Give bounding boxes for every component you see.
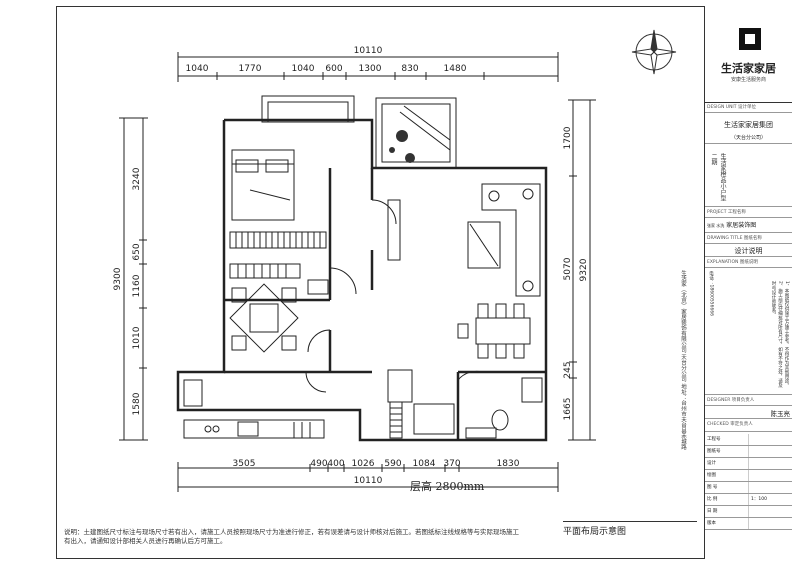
project-name: 生活家橙品小户型二期 <box>710 153 726 201</box>
living-balcony <box>375 97 457 169</box>
row-value <box>749 470 792 481</box>
title-block: 生活家家居 安康生活服务商 DESIGN UNIT 设计单位 生活家家居集团 （… <box>704 6 792 559</box>
bottom-dimension: 490 <box>310 459 327 469</box>
left-dimension: 1010 <box>132 326 142 349</box>
brand-logo-icon <box>739 28 761 50</box>
title-block-row: 设计 <box>705 458 792 470</box>
row-value <box>749 458 792 469</box>
construction-note: 说明：土建图纸尺寸标注与现场尺寸若有出入，请施工人员按照现场尺寸为准进行修正，若… <box>64 528 519 545</box>
row-value <box>749 446 792 457</box>
row-label: 图 号 <box>705 482 749 493</box>
right-dimension: 1700 <box>563 126 573 149</box>
bottom-dimension: 590 <box>384 459 401 469</box>
left-dimension: 1580 <box>132 392 142 415</box>
designer-name: 陈玉亮 <box>705 407 792 419</box>
project-label: PROJECT 工程名称 <box>705 208 792 218</box>
row-value <box>749 482 792 493</box>
design-notes: 1、本图纸仅供施工方施工参考，不得作为其他用途。2、施工前应仔细核对所有尺寸，如… <box>771 281 789 388</box>
bottom-dimension: 1084 <box>413 459 436 469</box>
drawing-content: 张家 水洗 家居装饰图 <box>705 219 792 233</box>
fridge <box>183 379 203 407</box>
designer-label: DESIGNER 项目负责人 <box>705 396 792 406</box>
title-block-row: 图 号 <box>705 482 792 494</box>
notes-area: 电话：18600556666 1、本图纸仅供施工方施工参考，不得作为其他用途。2… <box>705 269 792 395</box>
row-label: 日 期 <box>705 506 749 517</box>
brand-name: 生活家家居 <box>721 62 776 75</box>
right-dimension: 245 <box>563 361 573 378</box>
title-block-row: 日 期 <box>705 506 792 518</box>
square-table <box>229 283 299 353</box>
right-dimension: 5070 <box>563 257 573 280</box>
company-block: 生活家家居集团 （天台分公司） <box>705 114 792 144</box>
row-label: 绘图 <box>705 470 749 481</box>
brand-slogan: 安康生活服务商 <box>730 77 766 83</box>
right-dimension: 1665 <box>563 398 573 421</box>
design-unit-label: DESIGN UNIT 设计单位 <box>705 103 792 113</box>
title-block-row: 工程号 <box>705 434 792 446</box>
top-dimension: 1040 <box>186 64 209 74</box>
left-dimension: 1160 <box>132 274 142 297</box>
checked-label: CHECKED 审定负责人 <box>705 420 792 432</box>
ceiling-height: 层高 2800mm <box>410 480 485 493</box>
row-value <box>749 434 792 445</box>
right-total-dimension: 9320 <box>579 258 589 281</box>
row-value: 1：100 <box>751 497 767 502</box>
row-value <box>749 518 792 529</box>
top-dimension: 830 <box>401 64 418 74</box>
bottom-dimension: 1026 <box>352 459 375 469</box>
design-explanation: 设计说明 <box>705 245 792 257</box>
project-name-block: 生活家橙品小户型二期 <box>705 145 792 207</box>
company-name: 生活家家居集团 <box>724 121 773 129</box>
top-total-dimension: 10110 <box>354 46 383 56</box>
top-dimension: 1770 <box>239 64 262 74</box>
left-total-dimension: 9300 <box>113 267 123 290</box>
drawing-caption: 平面布局示意图 <box>563 521 697 537</box>
phone-number: 电话：18600556666 <box>708 271 714 316</box>
top-dimension: 1480 <box>444 64 467 74</box>
title-block-row: 绘图 <box>705 470 792 482</box>
explanation-label: EXPLANATION 图纸说明 <box>705 258 792 268</box>
row-label: 设计 <box>705 458 749 469</box>
bedroom-balcony <box>261 95 355 123</box>
dining-table <box>475 317 531 345</box>
drawing-title-label: DRAWING TITLE 图纸名称 <box>705 234 792 244</box>
bottom-dimension: 1830 <box>497 459 520 469</box>
title-block-row: 图纸号 <box>705 446 792 458</box>
compass-icon <box>631 29 677 75</box>
row-label: 版本 <box>705 518 749 529</box>
company-address: 生活家（北京）家居装饰有限公司 天台分公司 地址：台州市天台县赤城路 <box>680 270 686 450</box>
bottom-dimension: 400 <box>327 459 344 469</box>
bottom-total-dimension: 10110 <box>354 476 383 486</box>
title-block-row: 版本 <box>705 518 792 530</box>
coffee-table <box>467 221 501 269</box>
top-dimension: 1300 <box>359 64 382 74</box>
row-value <box>749 506 792 517</box>
top-dimension: 600 <box>325 64 342 74</box>
floor-plan: 10110 1040 1770 1040 600 1300 830 1480 3505 49040… <box>113 29 677 492</box>
logo-area: 生活家家居 安康生活服务商 <box>705 6 792 103</box>
row-label: 图纸号 <box>705 446 749 457</box>
left-dimension: 650 <box>132 243 142 260</box>
bottom-dimension: 3505 <box>233 459 256 469</box>
branch-name: （天台分公司） <box>730 135 766 141</box>
row-label: 比 例 <box>705 494 749 505</box>
left-dimension: 3240 <box>132 167 142 190</box>
sofa <box>481 183 541 297</box>
top-dimension: 1040 <box>292 64 315 74</box>
row-label: 工程号 <box>705 434 749 445</box>
bottom-dimension: 370 <box>443 459 460 469</box>
